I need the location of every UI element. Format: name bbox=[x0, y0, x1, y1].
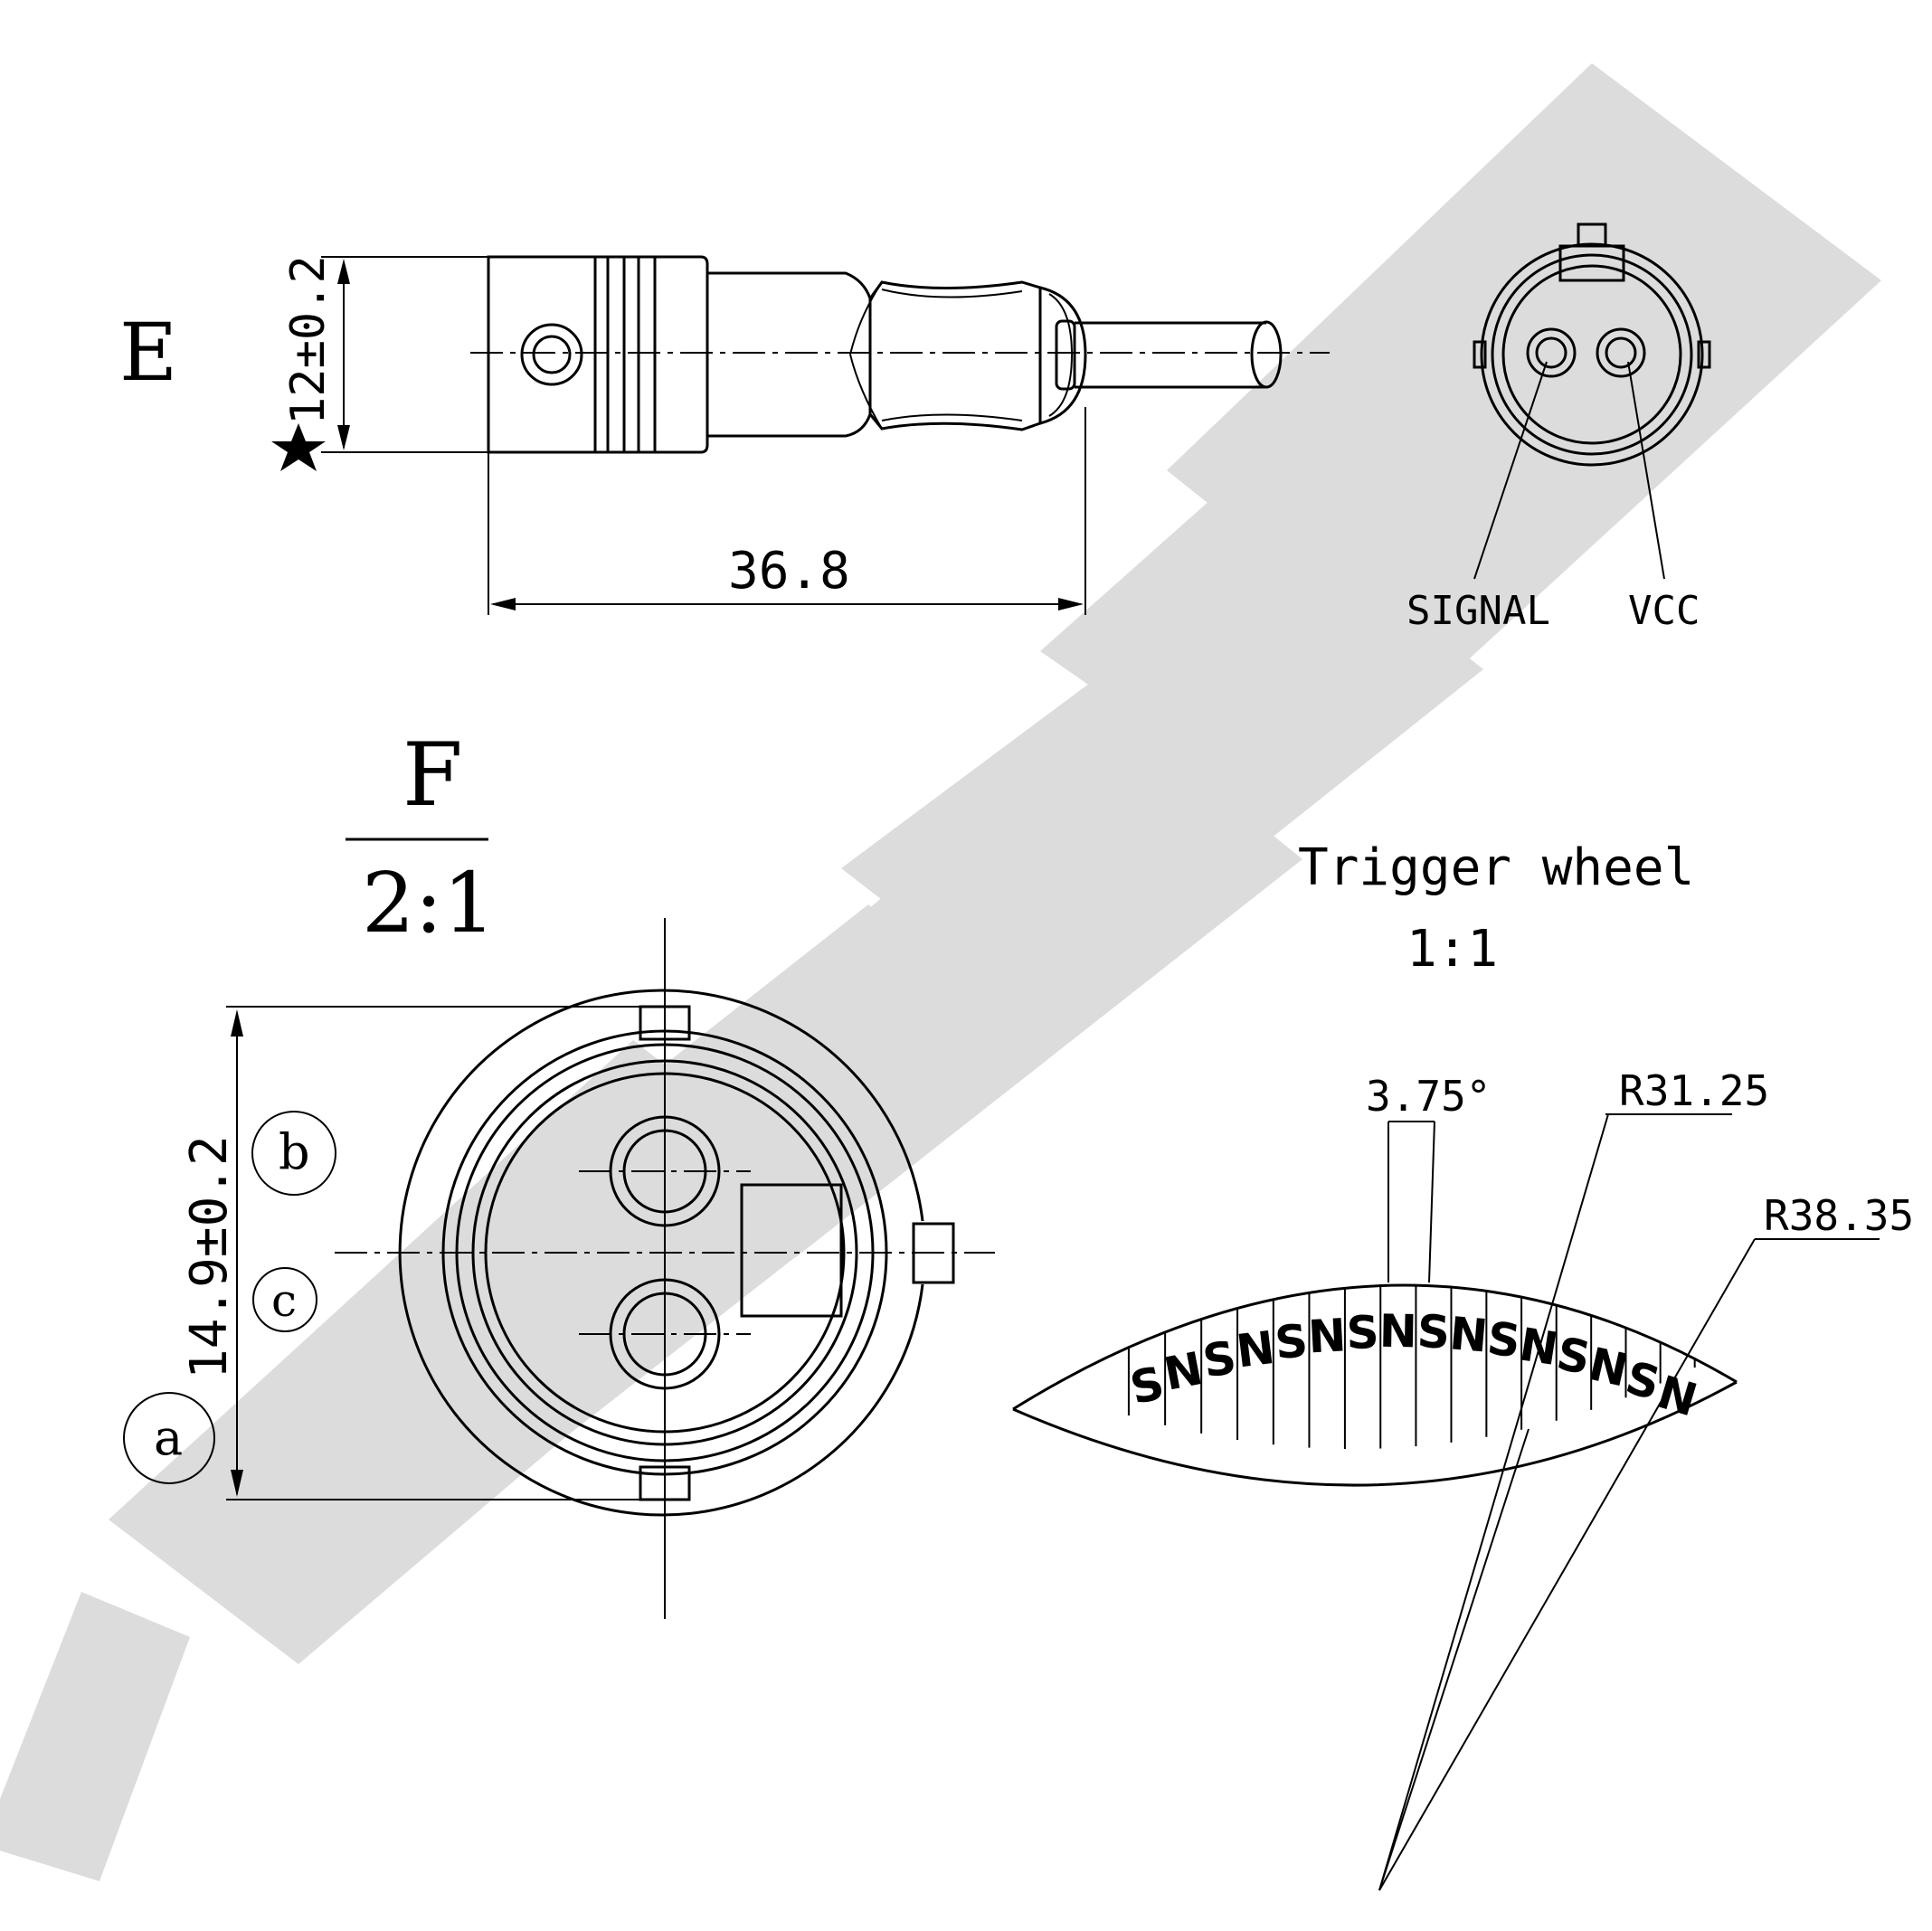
vcc-pin bbox=[1596, 327, 1646, 378]
view-e-label: E bbox=[119, 306, 177, 399]
pole-label: S bbox=[1273, 1314, 1310, 1369]
signal-pin bbox=[1526, 327, 1577, 378]
view-e: E 12±0.2 bbox=[119, 255, 1330, 615]
pole-label: S bbox=[1416, 1305, 1451, 1359]
f-outer-ring bbox=[398, 989, 924, 1517]
pole-label: N bbox=[1234, 1321, 1278, 1378]
e-strain-relief bbox=[868, 280, 1042, 431]
view-f-scale: 2:1 bbox=[362, 855, 496, 951]
callout-a bbox=[123, 1392, 215, 1484]
callout-a-text: a bbox=[154, 1409, 183, 1466]
pole-label: S bbox=[1346, 1306, 1379, 1359]
trigger-wheel-scale: 1:1 bbox=[1406, 920, 1498, 979]
star-icon bbox=[271, 423, 326, 471]
view-f-label: F bbox=[402, 724, 463, 826]
f-height-dimension: 14.9±0.2 bbox=[180, 1135, 239, 1379]
callout-b-text: b bbox=[279, 1123, 310, 1180]
signal-label: SIGNAL bbox=[1406, 588, 1550, 634]
pole-label: N bbox=[1448, 1307, 1491, 1362]
connector-key bbox=[1558, 244, 1625, 282]
pole-label: S bbox=[1199, 1331, 1240, 1388]
pole-label: S bbox=[1484, 1312, 1523, 1368]
e-mount-hole bbox=[520, 323, 583, 386]
e-body bbox=[707, 271, 872, 438]
e-length-dimension: 36.8 bbox=[728, 542, 850, 601]
callout-b bbox=[251, 1111, 336, 1196]
view-f: F 2:1 14.9±0.2 b c a bbox=[123, 724, 995, 1619]
f-key-block bbox=[740, 1183, 843, 1318]
callout-c-text: c bbox=[271, 1274, 297, 1327]
e-sensor-head bbox=[487, 255, 709, 454]
callout-c bbox=[252, 1267, 317, 1332]
f-top-tab bbox=[639, 1005, 691, 1041]
watermark bbox=[0, 63, 1881, 1881]
inner-radius-label: R31.25 bbox=[1619, 1066, 1769, 1115]
wheel-inner-arc bbox=[1012, 1380, 1738, 1487]
pole-label: N bbox=[1160, 1342, 1207, 1401]
e-height-dimension: 12±0.2 bbox=[281, 255, 336, 425]
trigger-wheel-title: Trigger wheel bbox=[1298, 838, 1694, 897]
vcc-label: VCC bbox=[1628, 588, 1700, 634]
e-cable bbox=[1075, 321, 1266, 389]
angle-label: 3.75° bbox=[1366, 1072, 1491, 1121]
connector-end-view: SIGNAL VCC bbox=[1406, 222, 1711, 634]
f-side-tab bbox=[912, 1222, 955, 1284]
outer-radius-label: R38.35 bbox=[1764, 1191, 1914, 1240]
pole-label: N bbox=[1307, 1309, 1348, 1363]
wheel-outer-arc bbox=[1012, 1283, 1738, 1411]
connector-outer-ring bbox=[1480, 242, 1704, 467]
f-bottom-tab bbox=[639, 1465, 691, 1501]
e-collar bbox=[1039, 286, 1087, 425]
pole-label: N bbox=[1378, 1305, 1417, 1358]
